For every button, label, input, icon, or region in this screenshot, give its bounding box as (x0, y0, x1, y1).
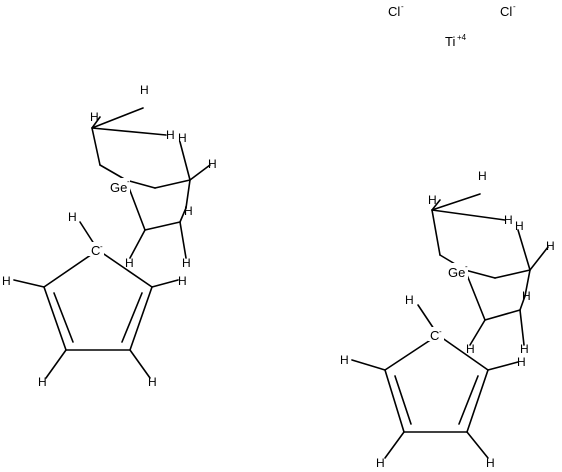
atom-mask (446, 263, 468, 279)
bond (99, 164, 127, 181)
hydrogen-label: H (546, 239, 555, 253)
hydrogen-label: H (376, 456, 385, 470)
bond (494, 269, 531, 279)
bond (431, 199, 441, 211)
hydrogen-label: H (522, 289, 531, 303)
ligand-1-atoms: Ge - C - H H H H H H H H H H H H H (2, 83, 217, 389)
titanium-ion: Ti +4 (445, 33, 467, 49)
chloride-1-charge: - (401, 2, 404, 11)
hydrogen-label: H (405, 293, 414, 307)
hydrogen-label: H (520, 342, 529, 356)
ligand-2-bonds (351, 193, 549, 459)
bond (464, 269, 496, 279)
titanium-charge: +4 (457, 33, 467, 42)
bond (189, 164, 211, 181)
chloride-ion-2: Cl - (500, 2, 516, 19)
bond (13, 279, 45, 288)
bond (484, 309, 521, 321)
bond (121, 292, 143, 343)
hydrogen-label: H (148, 375, 157, 389)
ligand-2-atoms: Ge - C - H H H H H H H H H H H H H (340, 169, 555, 470)
hydrogen-label: H (515, 219, 524, 233)
ligand-2-germanium-charge: - (465, 262, 468, 271)
hydrogen-label: H (166, 128, 175, 142)
bond (431, 209, 506, 221)
bond (384, 431, 405, 459)
bond (458, 375, 479, 425)
bond (464, 269, 486, 321)
hydrogen-label: H (90, 110, 99, 124)
bond (179, 141, 191, 181)
bond (519, 309, 525, 346)
bond (351, 359, 386, 371)
hydrogen-label: H (486, 456, 495, 470)
bond (45, 349, 67, 379)
bond (437, 334, 489, 371)
bond (529, 246, 549, 271)
ligand-1-germanium-charge: - (127, 177, 130, 186)
atom-mask (108, 178, 130, 194)
hydrogen-label: H (178, 274, 187, 288)
bond (524, 269, 531, 297)
hydrogen-label: H (340, 353, 349, 367)
ligand-1-carbanion: C (91, 243, 100, 258)
hydrogen-label: H (428, 193, 437, 207)
bond (517, 229, 531, 271)
bond (129, 286, 153, 351)
bond (154, 179, 191, 189)
bond (91, 127, 167, 136)
bond (394, 375, 412, 425)
ligand-2-germanium: Ge (448, 265, 465, 280)
hydrogen-label: H (2, 274, 11, 288)
bond (97, 249, 153, 288)
ligand-2-carbanion-charge: - (439, 327, 442, 336)
hydrogen-label: H (504, 213, 513, 227)
hydrogen-label: H (478, 169, 487, 183)
hydrogen-label: H (182, 256, 191, 270)
bond (91, 107, 144, 129)
hydrogen-label: H (208, 157, 217, 171)
hydrogen-label: H (68, 210, 77, 224)
bond (91, 116, 101, 129)
bond (487, 361, 519, 371)
bond (43, 286, 67, 351)
bond (151, 279, 179, 288)
bond (466, 369, 489, 433)
bond (384, 369, 405, 433)
bond (129, 229, 146, 259)
ligand-1-carbanion-charge: - (100, 242, 103, 251)
bond (179, 221, 187, 259)
chloride-2-charge: - (513, 2, 516, 11)
atom-mask (428, 327, 444, 341)
bond (469, 319, 486, 346)
atom-mask (88, 242, 104, 256)
chloride-ion-1: Cl - (388, 2, 404, 19)
ligand-1-germanium: Ge (110, 180, 127, 195)
bond (179, 207, 187, 223)
bond (519, 295, 526, 311)
ligand-2-carbanion: C (430, 328, 439, 343)
bond (91, 127, 101, 166)
bond (43, 249, 99, 288)
chloride-1-symbol: Cl (388, 4, 400, 19)
bond (466, 431, 489, 459)
hydrogen-label: H (178, 131, 187, 145)
bond (431, 209, 441, 256)
chloride-2-symbol: Cl (500, 4, 512, 19)
hydrogen-label: H (125, 256, 134, 270)
hydrogen-label: H (517, 355, 526, 369)
hydrogen-label: H (38, 375, 47, 389)
bond (129, 349, 151, 379)
bond (53, 292, 74, 343)
hydrogen-label: H (466, 342, 475, 356)
hydrogen-label: H (184, 204, 193, 218)
bond (185, 179, 191, 209)
bond (125, 179, 156, 189)
titanium-symbol: Ti (445, 34, 455, 49)
bond (431, 193, 481, 211)
bond (144, 221, 181, 231)
ligand-1-bonds (13, 107, 211, 379)
hydrogen-label: H (140, 83, 149, 97)
